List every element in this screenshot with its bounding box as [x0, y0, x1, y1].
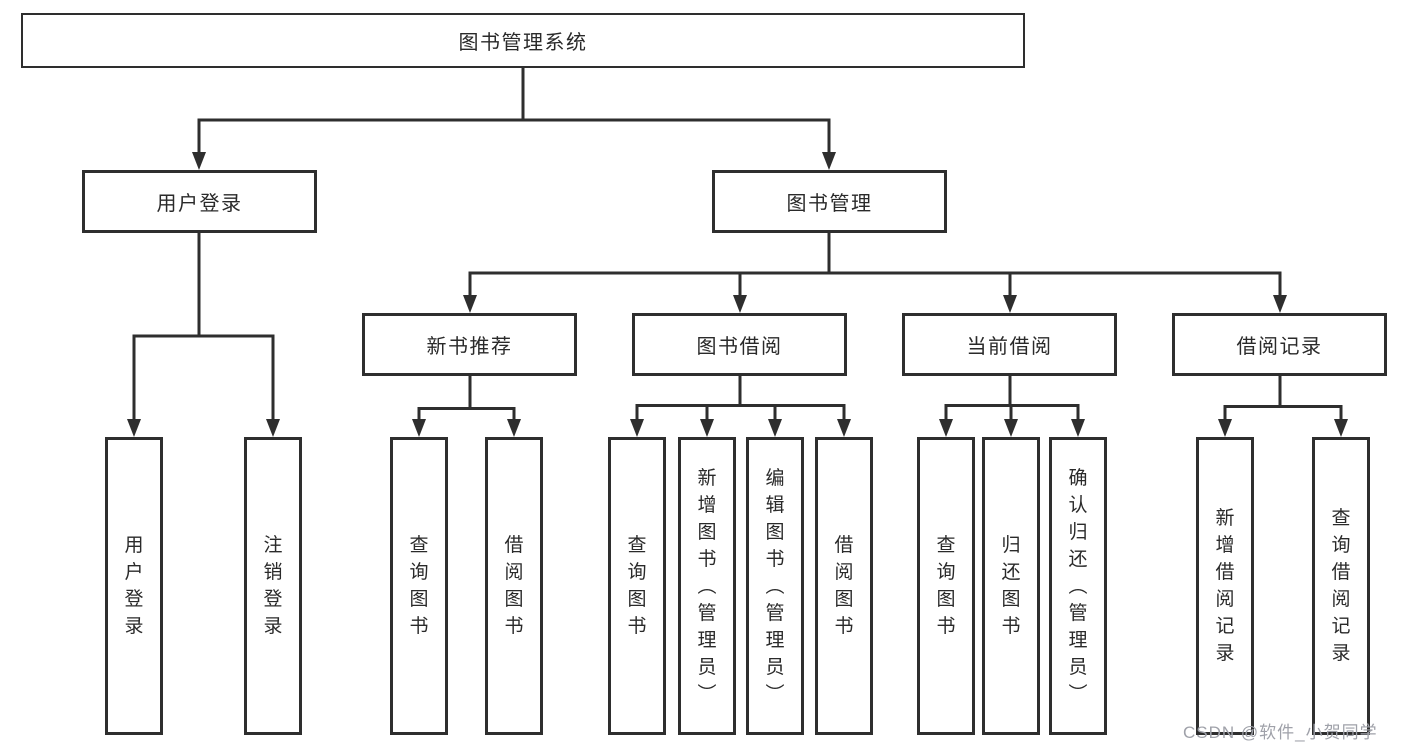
leaf-label: 用户登录 — [124, 535, 144, 637]
leaf-add-book-admin: 新增图书︵管理员︶ — [678, 437, 736, 735]
leaf-query-book-borrow: 查询图书 — [608, 437, 666, 735]
leaf-borrow-book-recommend: 借阅图书 — [485, 437, 543, 735]
leaf-label: 查询图书 — [409, 535, 429, 637]
leaf-edit-book-admin: 编辑图书︵管理员︶ — [746, 437, 804, 735]
leaf-label: 借阅图书 — [504, 535, 524, 637]
node-label: 图书借阅 — [696, 336, 783, 358]
leaf-query-book-recommend: 查询图书 — [390, 437, 448, 735]
leaf-label: 注销登录 — [263, 535, 283, 637]
node-book-borrowing: 图书借阅 — [632, 313, 847, 376]
leaf-label: 借阅图书 — [834, 535, 854, 637]
leaf-label: 新增借阅记录 — [1215, 508, 1235, 664]
node-book-management: 图书管理 — [712, 170, 947, 233]
leaf-label: 确认归还︵管理员︶ — [1068, 467, 1088, 705]
leaf-confirm-return-admin: 确认归还︵管理员︶ — [1049, 437, 1107, 735]
node-label: 图书管理系统 — [458, 32, 588, 54]
node-label: 借阅记录 — [1236, 336, 1323, 358]
leaf-label: 新增图书︵管理员︶ — [697, 467, 717, 705]
node-label: 用户登录 — [156, 193, 243, 215]
node-library-system: 图书管理系统 — [21, 13, 1025, 68]
node-new-book-recommend: 新书推荐 — [362, 313, 577, 376]
leaf-label: 查询借阅记录 — [1331, 508, 1351, 664]
leaf-borrow-book: 借阅图书 — [815, 437, 873, 735]
node-label: 图书管理 — [786, 193, 873, 215]
leaf-logout: 注销登录 — [244, 437, 302, 735]
node-borrowing-records: 借阅记录 — [1172, 313, 1387, 376]
leaf-label: 编辑图书︵管理员︶ — [765, 467, 785, 705]
leaf-return-book: 归还图书 — [982, 437, 1040, 735]
node-label: 当前借阅 — [966, 336, 1053, 358]
leaf-label: 查询图书 — [936, 535, 956, 637]
leaf-query-book-current: 查询图书 — [917, 437, 975, 735]
node-user-login: 用户登录 — [82, 170, 317, 233]
leaf-user-login: 用户登录 — [105, 437, 163, 735]
leaf-label: 归还图书 — [1001, 535, 1021, 637]
csdn-watermark: CSDN @软件_小贺同学 — [1183, 723, 1378, 742]
node-current-borrowing: 当前借阅 — [902, 313, 1117, 376]
leaf-query-borrow-record: 查询借阅记录 — [1312, 437, 1370, 735]
leaf-label: 查询图书 — [627, 535, 647, 637]
leaf-add-borrow-record: 新增借阅记录 — [1196, 437, 1254, 735]
node-label: 新书推荐 — [426, 336, 513, 358]
